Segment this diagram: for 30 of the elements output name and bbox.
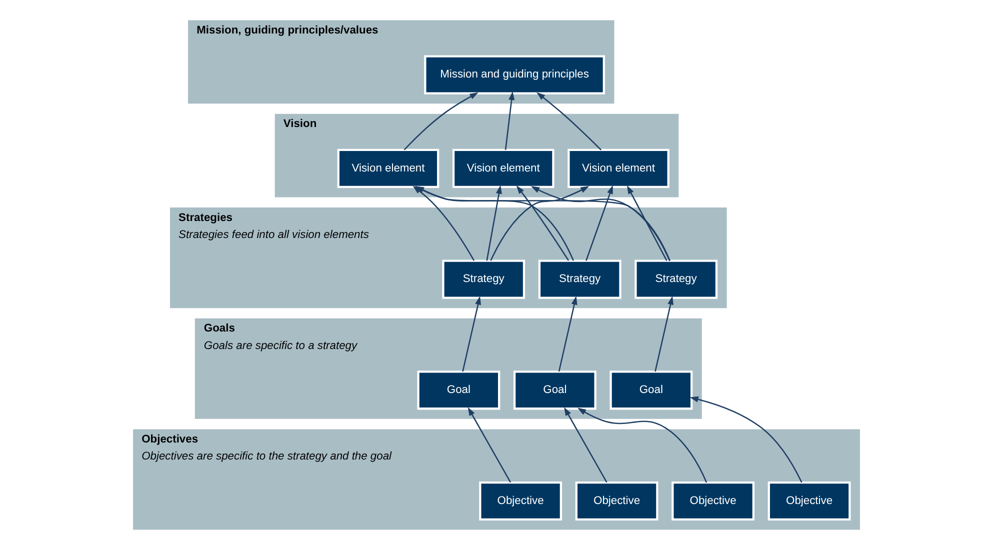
arrow	[586, 185, 613, 261]
arrow	[536, 92, 602, 150]
node-box: Strategy	[538, 260, 622, 299]
node-box: Strategy	[442, 260, 526, 299]
arrow	[468, 407, 512, 483]
node-box: Objective	[479, 481, 562, 521]
arrow	[462, 296, 482, 372]
node-box: Vision element	[452, 148, 554, 188]
node-box: Objective	[575, 481, 658, 521]
arrow	[626, 185, 668, 261]
arrow	[654, 296, 674, 372]
node-box: Mission and guiding principles	[424, 55, 605, 94]
node-box: Objective	[672, 481, 754, 521]
node-box: Vision element	[568, 148, 670, 188]
arrow	[486, 185, 502, 261]
arrow	[504, 91, 515, 150]
node-box: Goal	[610, 370, 693, 410]
arrow	[404, 92, 478, 150]
arrow	[516, 185, 570, 261]
arrow	[530, 186, 670, 261]
arrow	[577, 408, 708, 483]
node-box: Goal	[417, 370, 500, 410]
arrow	[490, 186, 590, 261]
node-box: Strategy	[634, 260, 718, 299]
node-box: Vision element	[337, 148, 440, 188]
arrow	[564, 407, 608, 483]
node-box: Goal	[513, 370, 596, 410]
node-box: Objective	[768, 481, 851, 521]
arrow	[558, 296, 578, 372]
arrow	[690, 396, 802, 483]
